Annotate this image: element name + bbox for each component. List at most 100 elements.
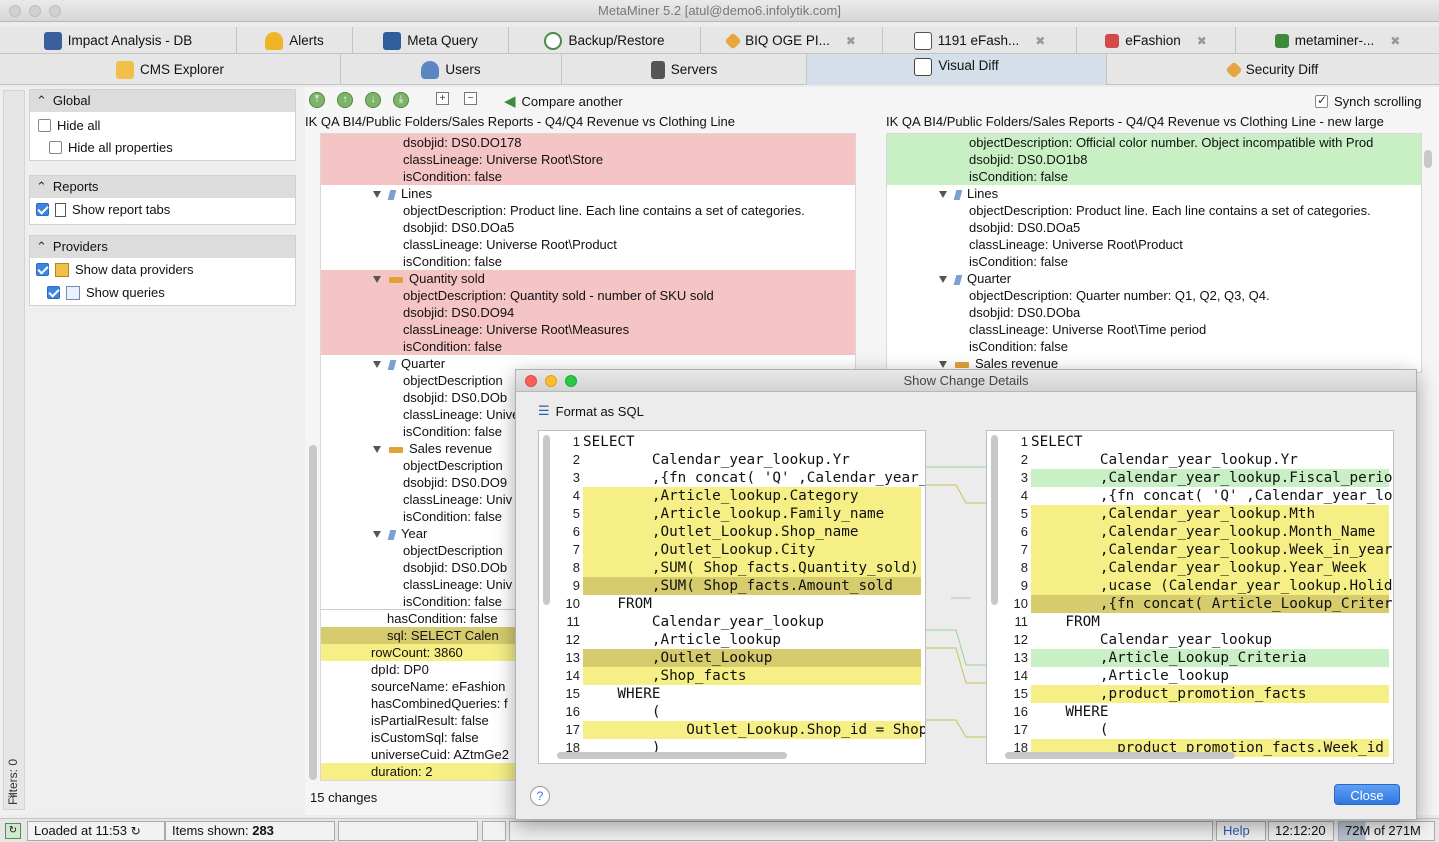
property-row[interactable]: isCondition: false — [321, 168, 855, 185]
close-tab-icon[interactable]: ✖ — [1035, 33, 1046, 48]
property-row[interactable]: hasCombinedQueries: f — [321, 695, 855, 712]
expand-triangle-icon[interactable] — [373, 276, 381, 284]
property-row[interactable]: classLineage: Universe Root\Time period — [887, 321, 1421, 338]
format-as-sql-button[interactable]: ☰Format as SQL — [538, 403, 644, 419]
vertical-scrollbar[interactable] — [543, 435, 550, 605]
property-row[interactable]: classLineage: Univ — [321, 491, 855, 508]
synch-scrolling-option[interactable]: ✓Synch scrolling — [1315, 93, 1422, 109]
vertical-scrollbar[interactable] — [991, 435, 998, 605]
dialog-close-light[interactable] — [525, 375, 537, 387]
help-icon[interactable]: ? — [530, 786, 550, 806]
expand-triangle-icon[interactable] — [939, 361, 947, 369]
expand-triangle-icon[interactable] — [373, 361, 381, 369]
tab-security-diff[interactable]: Security Diff — [1107, 54, 1439, 85]
filter-collapse-strip[interactable] — [3, 90, 25, 810]
property-row[interactable]: classLineage: Univ — [321, 576, 855, 593]
property-row[interactable]: objectDescription: Product line. Each li… — [321, 202, 855, 219]
show-data-providers-option[interactable]: Show data providers — [36, 262, 194, 277]
tab-biq-oge[interactable]: BIQ OGE PI...✖ — [701, 27, 883, 54]
tab-metaminer[interactable]: metaminer-...✖ — [1236, 27, 1439, 54]
expand-triangle-icon[interactable] — [939, 276, 947, 284]
dialog-zoom-light[interactable] — [565, 375, 577, 387]
property-row[interactable]: classLineage: Universe Root\Measures — [321, 321, 855, 338]
expand-triangle-icon[interactable] — [373, 531, 381, 539]
property-row[interactable]: dsobjid: DS0.DO94 — [321, 304, 855, 321]
property-row[interactable]: isPartialResult: false — [321, 712, 855, 729]
property-row[interactable]: dsobjid: DS0.DOb — [321, 389, 855, 406]
hide-all-option[interactable]: Hide all — [38, 118, 100, 133]
property-row[interactable]: classLineage: Universe Root\Store — [321, 151, 855, 168]
property-row[interactable]: objectDescription: Official color number… — [887, 134, 1421, 151]
tab-servers[interactable]: Servers — [562, 54, 807, 85]
show-data-providers-checkbox[interactable] — [36, 263, 49, 276]
property-row[interactable]: dsobjid: DS0.DOa5 — [887, 219, 1421, 236]
property-row[interactable]: isCondition: false — [887, 168, 1421, 185]
dialog-minimize-light[interactable] — [545, 375, 557, 387]
property-row[interactable]: dsobjid: DS0.DOba — [887, 304, 1421, 321]
show-queries-checkbox[interactable] — [47, 286, 60, 299]
hide-all-properties-checkbox[interactable] — [49, 141, 62, 154]
minimize-window-button[interactable] — [29, 5, 41, 17]
property-row[interactable]: isCustomSql: false — [321, 729, 855, 746]
property-row[interactable]: objectDescription — [321, 457, 855, 474]
refresh-status-icon[interactable]: ↻ — [5, 823, 21, 839]
expand-triangle-icon[interactable] — [373, 191, 381, 199]
show-report-tabs-checkbox[interactable] — [36, 203, 49, 216]
tab-alerts[interactable]: Alerts — [237, 27, 353, 54]
property-row[interactable]: dsobjid: DS0.DOb — [321, 559, 855, 576]
close-tab-icon[interactable]: ✖ — [1196, 33, 1207, 48]
compare-another-button[interactable]: ◀Compare another — [504, 93, 623, 110]
hide-all-checkbox[interactable] — [38, 119, 51, 132]
property-row[interactable]: dsobjid: DS0.DO9 — [321, 474, 855, 491]
right-diff-pane[interactable]: objectDescription: Official color number… — [886, 133, 1422, 373]
tree-node[interactable]: Year — [321, 525, 855, 542]
zoom-window-button[interactable] — [49, 5, 61, 17]
close-window-button[interactable] — [9, 5, 21, 17]
horizontal-scrollbar[interactable] — [557, 752, 787, 759]
property-row[interactable]: universeCuid: AZtmGe2 — [321, 746, 855, 763]
first-change-icon[interactable]: ⤒ — [309, 92, 325, 108]
collapse-all-icon[interactable]: − — [464, 92, 477, 105]
tree-node[interactable]: Sales revenue — [887, 355, 1421, 372]
horizontal-scrollbar[interactable] — [1005, 752, 1235, 759]
property-row[interactable]: isCondition: false — [321, 508, 855, 525]
tree-node[interactable]: Sales revenue — [321, 440, 855, 457]
property-row[interactable]: isCondition: false — [887, 253, 1421, 270]
property-row[interactable]: objectDescription — [321, 372, 855, 389]
memory-usage[interactable]: 72M of 271M — [1338, 821, 1435, 841]
reload-icon[interactable]: ↻ — [130, 824, 141, 838]
expand-triangle-icon[interactable] — [939, 191, 947, 199]
property-row[interactable]: dpId: DP0 — [321, 661, 855, 678]
property-row[interactable]: isCondition: false — [887, 338, 1421, 355]
expand-triangle-icon[interactable] — [373, 446, 381, 454]
property-row[interactable]: objectDescription: Product line. Each li… — [887, 202, 1421, 219]
group-header-global[interactable]: ⌃Global — [30, 90, 295, 112]
property-row[interactable]: isCondition: false — [321, 338, 855, 355]
synch-scrolling-checkbox[interactable]: ✓ — [1315, 93, 1328, 108]
close-tab-icon[interactable]: ✖ — [845, 33, 856, 48]
help-link[interactable]: Help — [1216, 821, 1266, 841]
tree-node[interactable]: Lines — [887, 185, 1421, 202]
tree-node[interactable]: Quarter — [887, 270, 1421, 287]
property-row[interactable]: objectDescription — [321, 542, 855, 559]
property-row[interactable]: classLineage: Universe Root\Product — [321, 236, 855, 253]
property-row[interactable]: objectDescription: Quarter number: Q1, Q… — [887, 287, 1421, 304]
tab-users[interactable]: Users — [341, 54, 562, 85]
tab-meta-query[interactable]: Meta Query — [353, 27, 509, 54]
group-header-reports[interactable]: ⌃Reports — [30, 176, 295, 198]
property-row[interactable]: sourceName: eFashion — [321, 678, 855, 695]
tree-node[interactable]: Lines — [321, 185, 855, 202]
tree-node[interactable]: Quantity sold — [321, 270, 855, 287]
next-change-icon[interactable]: ↓ — [365, 92, 381, 108]
left-pane-scrollbar[interactable] — [309, 445, 317, 780]
close-tab-icon[interactable]: ✖ — [1390, 33, 1401, 48]
property-row[interactable]: classLineage: Unive — [321, 406, 855, 423]
show-queries-option[interactable]: Show queries — [47, 285, 165, 300]
last-change-icon[interactable]: ⤓ — [393, 92, 409, 108]
previous-change-icon[interactable]: ↑ — [337, 92, 353, 108]
tab-visual-diff[interactable]: Visual Diff — [807, 54, 1107, 85]
property-row[interactable]: hasCondition: false — [321, 610, 855, 627]
tab-backup-restore[interactable]: Backup/Restore — [509, 27, 701, 54]
